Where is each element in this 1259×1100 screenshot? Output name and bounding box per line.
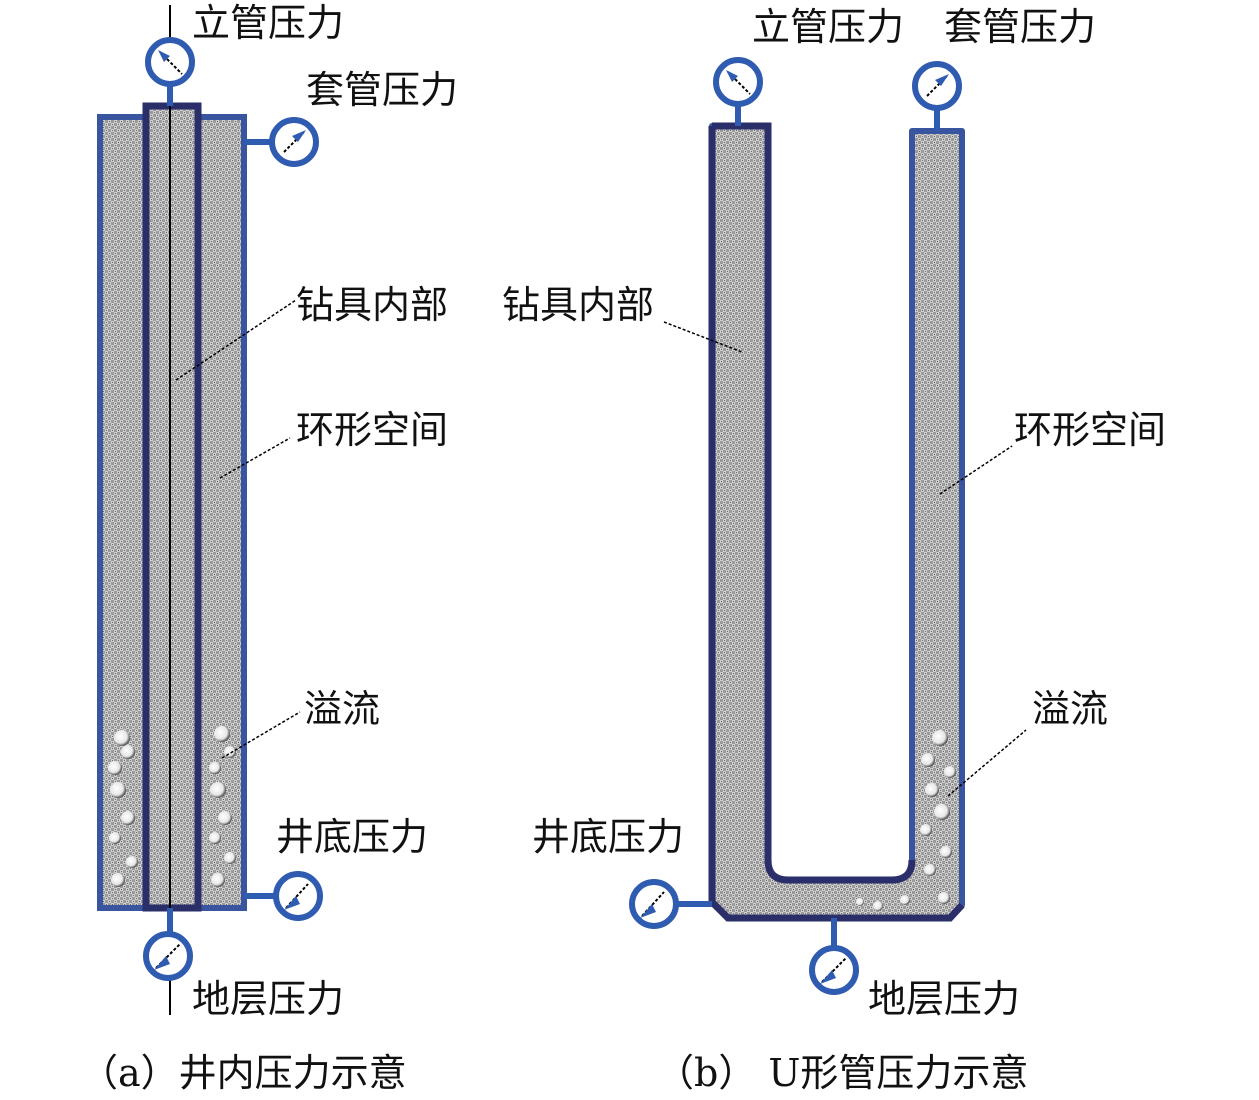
label-casing-pressure: 套管压力	[306, 68, 458, 112]
gas-bubble-icon	[921, 753, 935, 767]
label-overflow: 溢流	[304, 687, 380, 731]
label-formation-pressure: 地层压力	[868, 977, 1020, 1021]
gas-bubble-icon	[111, 873, 125, 887]
label-standpipe-pressure: 立管压力	[192, 1, 344, 45]
overflow-bubbles	[108, 726, 236, 887]
gas-bubble-icon	[214, 726, 230, 742]
label-bottomhole-pressure: 井底压力	[276, 815, 428, 859]
gas-bubble-icon	[108, 761, 122, 775]
gas-bubble-icon	[924, 864, 936, 876]
gas-bubble-icon	[856, 898, 864, 906]
gas-bubble-icon	[121, 811, 135, 825]
label-formation-pressure: 地层压力	[192, 977, 344, 1021]
drillstring	[142, 102, 202, 912]
gas-bubble-icon	[209, 762, 221, 774]
annulus-right	[195, 114, 247, 911]
gas-bubble-icon	[932, 730, 948, 746]
gas-bubble-icon	[920, 824, 932, 836]
pressure-gauge-icon	[912, 61, 962, 131]
gas-bubble-icon	[110, 782, 126, 798]
gas-bubble-icon	[121, 745, 135, 759]
gas-bubble-icon	[224, 852, 236, 864]
panel-a-well-pressure: 立管压力 套管压力 钻具内部 环形空间 溢流 井底压力 地层压力 （a）井内压力…	[80, 1, 458, 1095]
gas-bubble-icon	[126, 856, 138, 868]
label-drillstring-inside: 钻具内部	[296, 283, 448, 327]
label-bottomhole-pressure: 井底压力	[532, 815, 684, 859]
overflow-bubbles	[856, 730, 956, 911]
label-annulus: 环形空间	[1014, 408, 1166, 452]
gas-bubble-icon	[925, 783, 939, 797]
gas-bubble-icon	[944, 766, 956, 778]
gas-bubble-icon	[211, 873, 225, 887]
gas-bubble-icon	[218, 811, 232, 825]
pressure-gauge-icon	[145, 37, 195, 106]
gas-bubble-icon	[940, 846, 952, 858]
pressure-gauge-icon	[143, 908, 193, 981]
gas-bubble-icon	[109, 832, 121, 844]
pressure-gauge-icon	[629, 879, 712, 929]
pressure-gauge-icon	[713, 57, 763, 126]
label-casing-pressure: 套管压力	[944, 5, 1096, 49]
annulus-left	[97, 114, 149, 911]
gas-bubble-icon	[114, 730, 130, 746]
u-tube	[709, 123, 965, 921]
label-standpipe-pressure: 立管压力	[752, 5, 904, 49]
pressure-gauge-icon	[809, 918, 859, 995]
caption-a: （a）井内压力示意	[80, 1051, 407, 1095]
label-overflow: 溢流	[1032, 687, 1108, 731]
gas-bubble-icon	[900, 895, 910, 905]
label-drillstring-inside: 钻具内部	[502, 283, 654, 327]
gas-bubble-icon	[224, 746, 236, 758]
label-annulus: 环形空间	[296, 408, 448, 452]
gas-bubble-icon	[934, 804, 950, 820]
gas-bubble-icon	[210, 782, 226, 798]
pressure-gauge-icon	[244, 871, 323, 921]
panel-b-u-tube-pressure: 立管压力 套管压力 钻具内部 环形空间 溢流 井底压力 地层压力 （b） U形管…	[502, 5, 1166, 1095]
gas-bubble-icon	[938, 892, 950, 904]
caption-b: （b） U形管压力示意	[656, 1051, 1028, 1095]
gas-bubble-icon	[873, 901, 883, 911]
pressure-gauge-icon	[244, 117, 319, 167]
gas-bubble-icon	[209, 832, 221, 844]
